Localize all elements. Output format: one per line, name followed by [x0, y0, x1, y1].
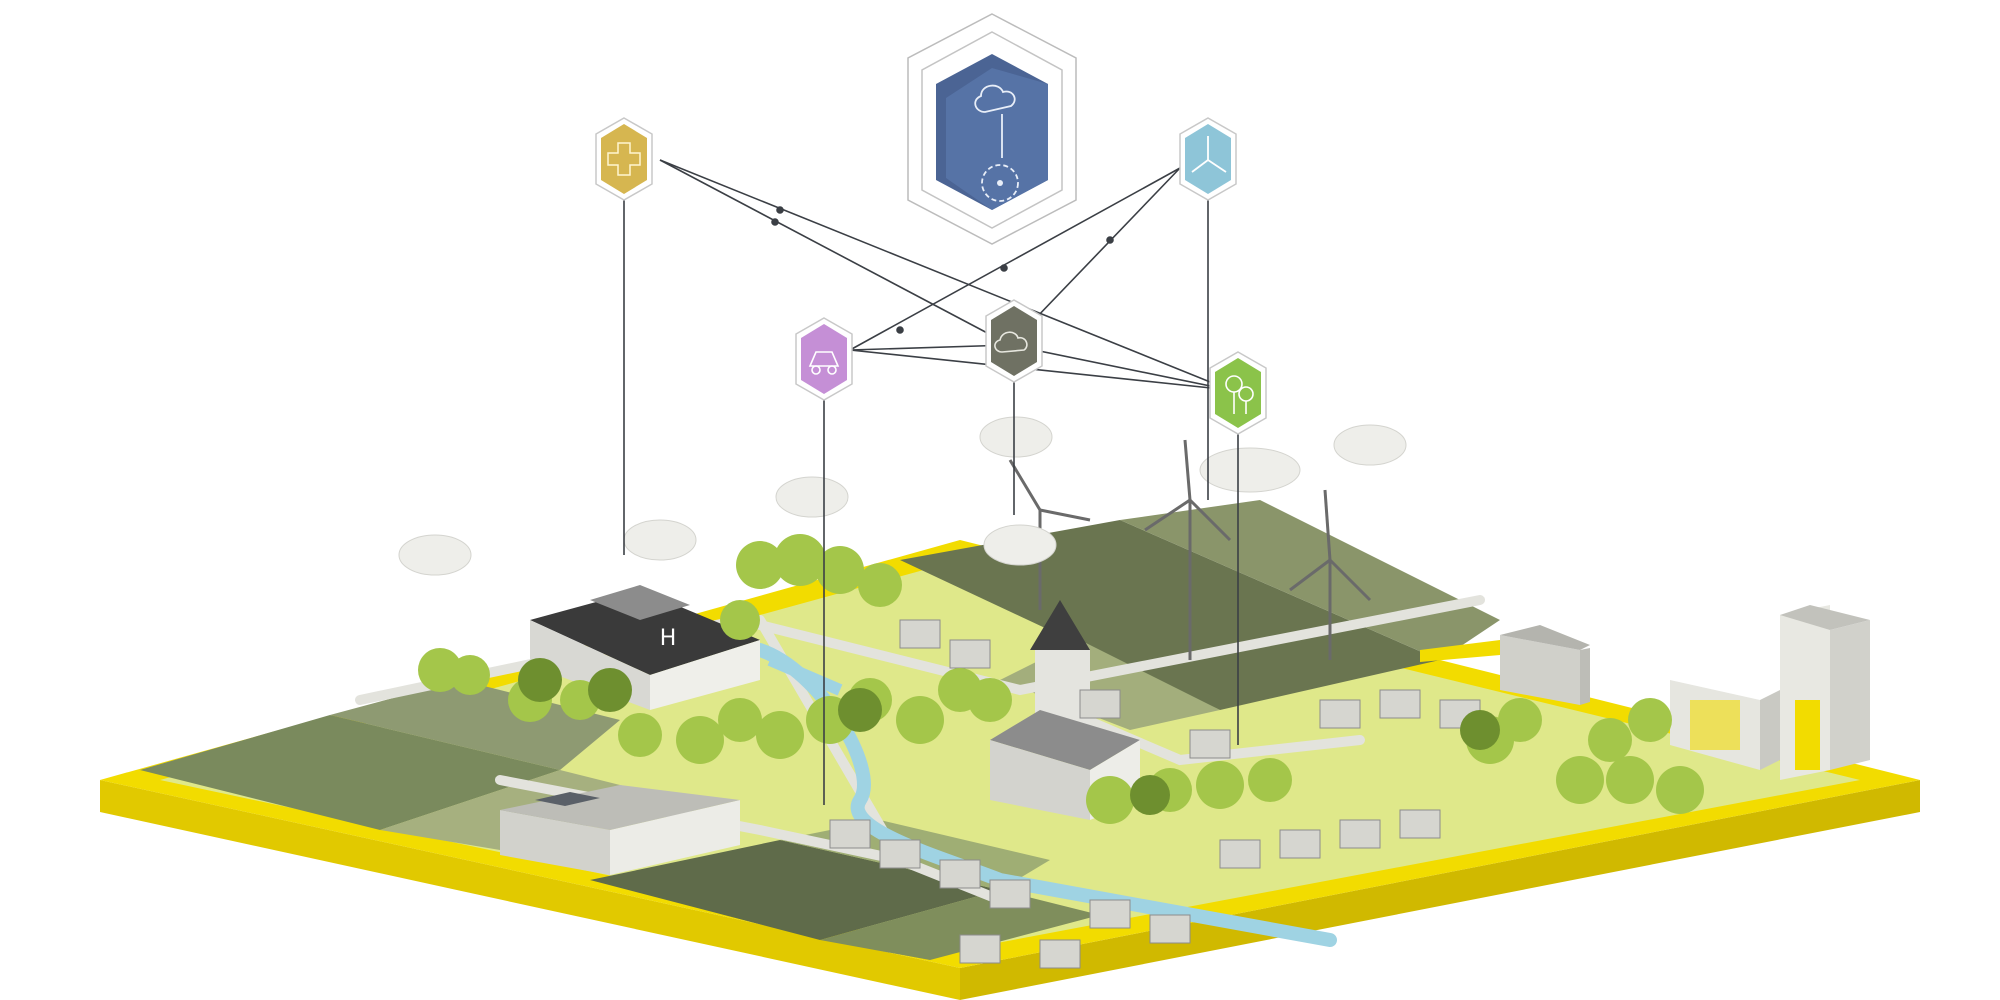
trees [418, 534, 1704, 824]
platform-side-right [960, 780, 1920, 1000]
canal [767, 654, 843, 696]
cloud-icon[interactable] [985, 299, 1043, 383]
network-lines [623, 159, 1239, 805]
health-cross-icon[interactable] [595, 117, 653, 201]
platform-side-left [100, 780, 960, 1000]
houses [829, 619, 1481, 969]
helipad-label: H [660, 626, 677, 651]
cloud-gear-hub-icon[interactable] [907, 13, 1077, 245]
wind-turbine-icon[interactable] [1179, 117, 1237, 201]
tree-nature-icon[interactable] [1209, 351, 1267, 435]
wind-turbines [1008, 439, 1372, 660]
car-mobility-icon[interactable] [795, 317, 853, 401]
apartment-block [500, 785, 740, 875]
office-buildings [1420, 605, 1870, 780]
clouds [398, 416, 1407, 576]
